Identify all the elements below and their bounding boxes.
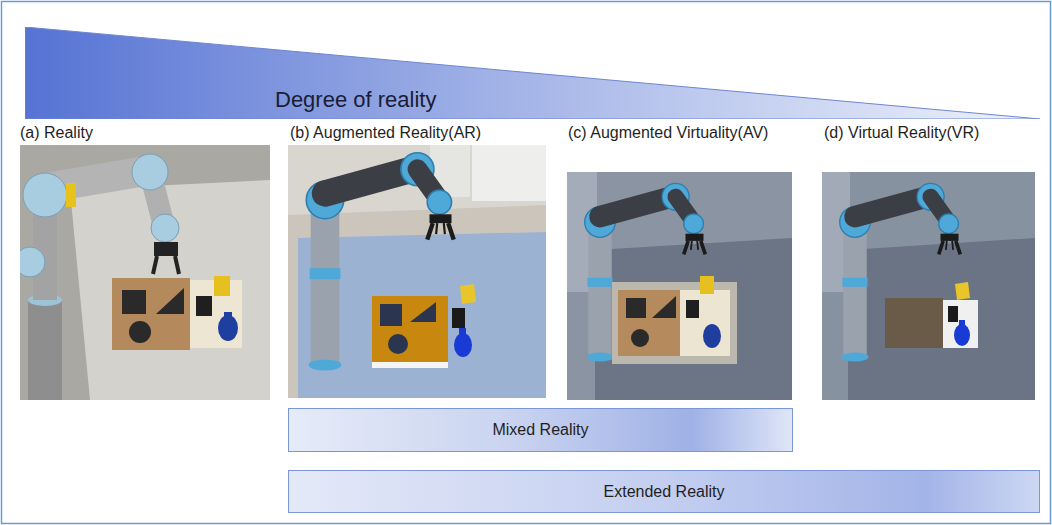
vr-view-part — [954, 324, 970, 346]
ar-view-part — [306, 153, 453, 371]
reality-photo-part — [122, 290, 146, 314]
av-view-part — [595, 238, 792, 400]
label-text: Degree of reality — [275, 87, 436, 113]
image-panel: (d) Virtual Reality(VR) — [822, 120, 1037, 402]
reality-photo-part — [151, 214, 179, 242]
av-view-part — [631, 329, 649, 347]
ar-view-part — [454, 333, 472, 357]
vr-view-part — [885, 298, 943, 348]
reality-photo-part — [20, 247, 45, 277]
vr-view-part — [955, 282, 970, 300]
ar-view-part — [380, 304, 402, 326]
ar-view-part — [460, 284, 476, 304]
av-view-part — [567, 172, 792, 400]
reality-photo-part — [132, 154, 168, 190]
label-text: Mixed Reality — [492, 421, 588, 439]
image-panel: (c) Augmented Virtuality(AV) — [567, 120, 795, 402]
av-view-part — [612, 282, 737, 364]
reality-photo-part — [112, 278, 190, 350]
ar-view-part — [452, 308, 465, 328]
triangle-fill — [25, 27, 1040, 119]
panel-heading: (c) Augmented Virtuality(AV) — [568, 124, 768, 142]
ar-view-part — [410, 302, 436, 322]
vr-view-part — [822, 172, 1035, 400]
reality-photo-part — [175, 256, 179, 274]
av-view-part — [626, 298, 646, 318]
triangle-outline — [25, 27, 1040, 119]
ar-view-part — [388, 334, 408, 354]
ar-view-part — [288, 145, 546, 398]
reality-photo-part — [129, 321, 151, 343]
reality-photo-part — [66, 183, 76, 207]
av-view-part — [618, 290, 680, 356]
label-text: Extended Reality — [604, 483, 725, 501]
ar-view — [288, 145, 546, 398]
vr-view — [822, 172, 1035, 400]
ar-view-part — [372, 296, 448, 362]
reality-photo-part — [153, 256, 157, 274]
image-panel: (b) Augmented Reality(AR) — [288, 120, 548, 400]
vr-view-part — [848, 238, 1035, 400]
vr-view-part — [948, 306, 958, 322]
gradient-triangle: Degree of reality — [25, 27, 1040, 119]
reality-photo-part — [23, 173, 67, 217]
panel-heading: (a) Reality — [20, 124, 93, 142]
range-band: Extended Reality — [288, 470, 1040, 513]
av-view-part — [700, 276, 714, 294]
av-view-part — [686, 300, 699, 318]
ar-view-part — [472, 145, 546, 201]
panel-heading: (b) Augmented Reality(AR) — [290, 124, 481, 142]
reality-photo-part — [156, 288, 184, 314]
reality-photo-part — [20, 145, 270, 400]
reality-photo-part — [196, 296, 212, 316]
reality-photo-part — [28, 300, 62, 400]
vr-view-part — [943, 300, 978, 348]
av-view — [567, 172, 792, 400]
range-band: Mixed Reality — [288, 408, 793, 452]
av-view-part — [680, 290, 730, 356]
reality-photo-part — [154, 242, 178, 256]
reality-photo — [20, 145, 270, 400]
reality-photo-part — [214, 276, 230, 296]
av-view-part — [703, 324, 721, 348]
image-panel: (a) Reality — [20, 120, 272, 402]
reality-photo-part — [218, 315, 238, 341]
av-view-part — [652, 296, 676, 318]
panel-heading: (d) Virtual Reality(VR) — [824, 124, 979, 142]
vr-view-part — [840, 183, 961, 361]
